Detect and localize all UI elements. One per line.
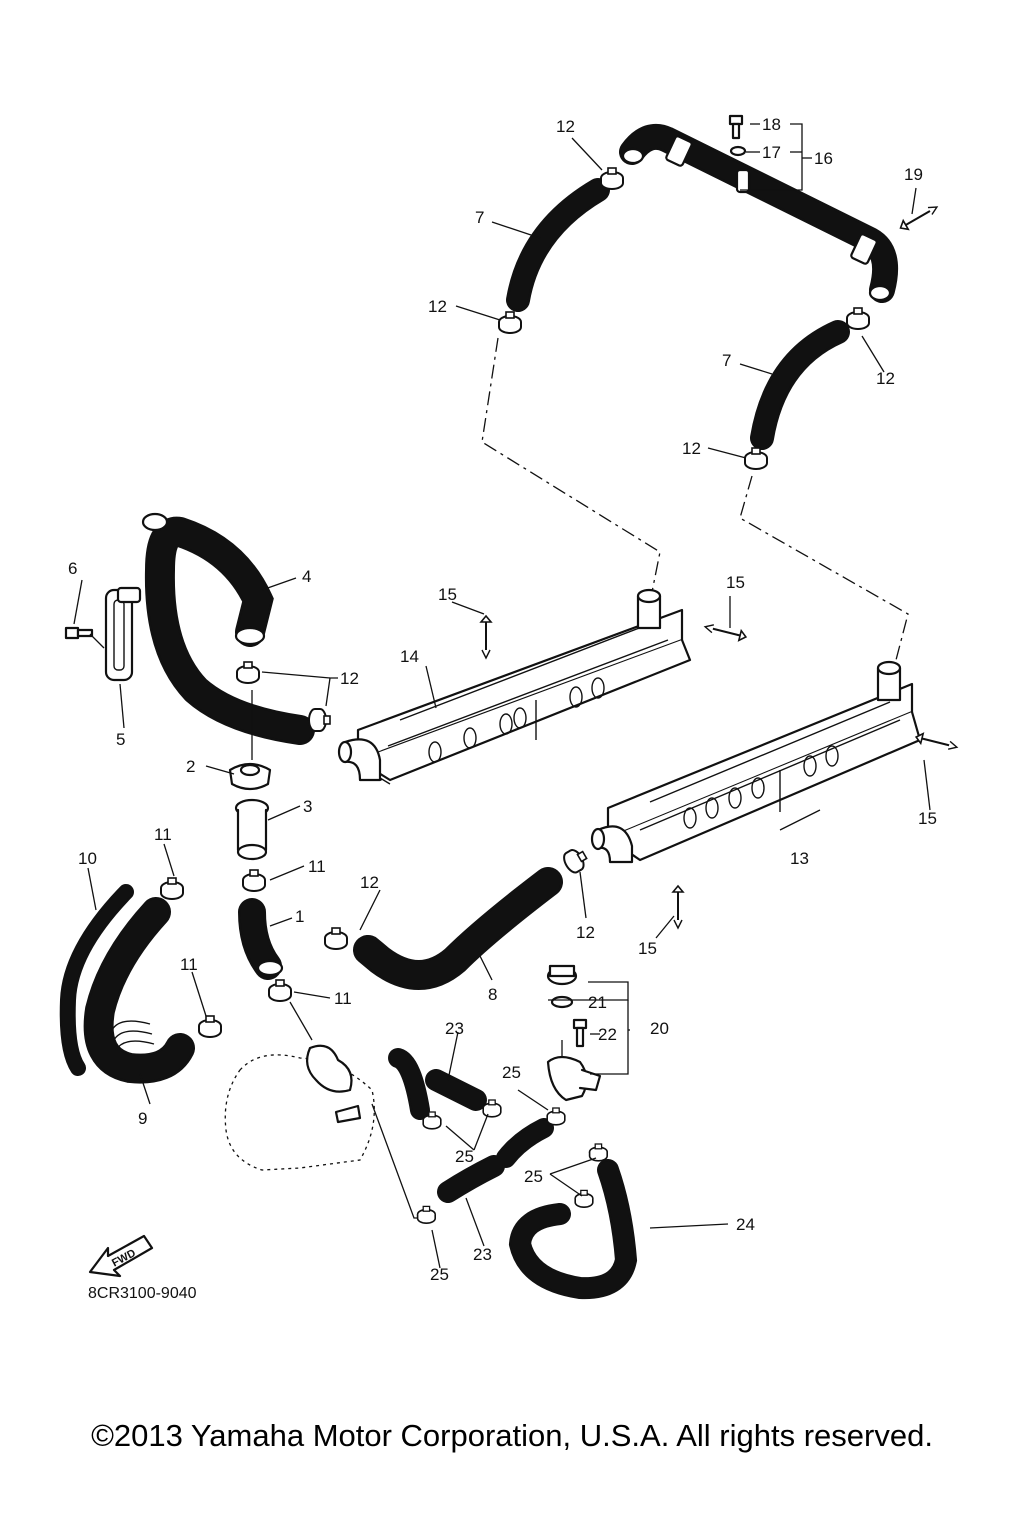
callout-11b: 11 <box>308 857 326 876</box>
callout-10: 10 <box>78 849 97 868</box>
clamp-12 <box>559 844 592 877</box>
clamp-25 <box>416 1205 437 1224</box>
clamp-12 <box>600 167 624 190</box>
callout-11d: 11 <box>334 989 352 1008</box>
hose-23-lower <box>437 1155 505 1203</box>
radiator-13-outlet <box>590 825 634 864</box>
bolt-22 <box>572 1018 588 1048</box>
hose-1 <box>238 898 284 980</box>
fwd-arrow: FWD <box>88 1234 154 1278</box>
callout-15b: 15 <box>726 573 745 592</box>
callout-18: 18 <box>762 115 781 134</box>
parts-diagram: 1 2 3 4 5 6 7 7 8 9 10 11 11 11 11 12 12… <box>59 114 960 1302</box>
callout-11c: 11 <box>180 955 198 974</box>
o-ring-21 <box>550 995 574 1009</box>
radiator-14 <box>337 588 692 785</box>
callout-12f: 12 <box>360 873 379 892</box>
callout-25d: 25 <box>430 1265 449 1284</box>
callout-23b: 23 <box>473 1245 492 1264</box>
callout-15a: 15 <box>438 585 457 604</box>
radiator-13-inlet <box>876 660 902 702</box>
cap-21 <box>546 964 578 986</box>
clamp-12 <box>846 307 870 330</box>
callout-22: 22 <box>598 1025 617 1044</box>
hose-9 <box>83 897 195 1084</box>
callout-1: 1 <box>295 907 304 926</box>
callout-17: 17 <box>762 143 781 162</box>
housing-3 <box>234 798 270 861</box>
clamp-11 <box>242 869 266 892</box>
callout-12b: 12 <box>428 297 447 316</box>
callout-7b: 7 <box>722 351 731 370</box>
fwd-label: FWD <box>110 1247 138 1269</box>
hose-4 <box>141 512 315 745</box>
callout-24: 24 <box>736 1215 755 1234</box>
callout-19: 19 <box>904 165 923 184</box>
callout-15d: 15 <box>638 939 657 958</box>
engine-outline <box>224 1044 375 1171</box>
callout-14: 14 <box>400 647 419 666</box>
callout-20: 20 <box>650 1019 669 1038</box>
clamp-11 <box>198 1015 222 1038</box>
callout-25b: 25 <box>455 1147 474 1166</box>
callout-12e: 12 <box>340 669 359 688</box>
callout-25a: 25 <box>502 1063 521 1082</box>
clamp-12 <box>236 661 260 684</box>
bolt-6 <box>64 626 94 640</box>
clamp-25 <box>588 1143 609 1162</box>
callout-12c: 12 <box>876 369 895 388</box>
clamp-12 <box>308 708 331 732</box>
radiator-14-outlet <box>337 738 382 782</box>
clamp-25 <box>546 1107 566 1126</box>
callout-12d: 12 <box>682 439 701 458</box>
callout-4: 4 <box>302 567 311 586</box>
hose-8 <box>353 867 563 990</box>
cap-2 <box>228 762 272 791</box>
callout-9: 9 <box>138 1109 147 1128</box>
callout-11a: 11 <box>154 825 172 844</box>
clamp-12 <box>324 927 348 950</box>
clamp-11 <box>160 877 184 900</box>
radiator-14-inlet <box>636 588 662 630</box>
radiator-13 <box>590 660 922 864</box>
copyright-notice: ©2013 Yamaha Motor Corporation, U.S.A. A… <box>91 1418 933 1453</box>
callout-25c: 25 <box>524 1167 543 1186</box>
callout-5: 5 <box>116 730 125 749</box>
callout-23a: 23 <box>445 1019 464 1038</box>
callout-3: 3 <box>303 797 312 816</box>
callout-13: 13 <box>790 849 809 868</box>
washer-17 <box>729 145 747 157</box>
callout-21: 21 <box>588 993 607 1012</box>
clamp-11 <box>268 979 292 1002</box>
callout-12a: 12 <box>556 117 575 136</box>
filler-neck-20 <box>546 1055 602 1102</box>
hose-7-left <box>506 178 610 312</box>
bolt-18 <box>728 114 744 140</box>
pipe-assembly-16 <box>619 124 898 303</box>
rivet-15 <box>480 615 492 659</box>
hose-mid <box>496 1118 554 1168</box>
rivet-19 <box>897 201 941 234</box>
callout-12g: 12 <box>576 923 595 942</box>
rivet-15 <box>913 731 960 754</box>
bracket-5 <box>104 586 142 682</box>
hose-10 <box>59 884 134 1076</box>
callout-16: 16 <box>814 149 833 168</box>
hose-24 <box>508 1159 638 1300</box>
callout-labels: 1 2 3 4 5 6 7 7 8 9 10 11 11 11 11 12 12… <box>68 115 937 1284</box>
callout-6: 6 <box>68 559 77 578</box>
callout-7: 7 <box>475 208 484 227</box>
callout-8: 8 <box>488 985 497 1004</box>
clamp-12 <box>498 311 522 334</box>
callout-2: 2 <box>186 757 195 776</box>
diagram-code: 8CR3100-9040 <box>88 1285 197 1302</box>
callout-15c: 15 <box>918 809 937 828</box>
hose-7-right <box>750 320 850 450</box>
clamp-12 <box>744 447 768 470</box>
rivet-15 <box>702 620 749 643</box>
rivet-15 <box>672 885 684 929</box>
hose-23-upper <box>388 1048 487 1120</box>
